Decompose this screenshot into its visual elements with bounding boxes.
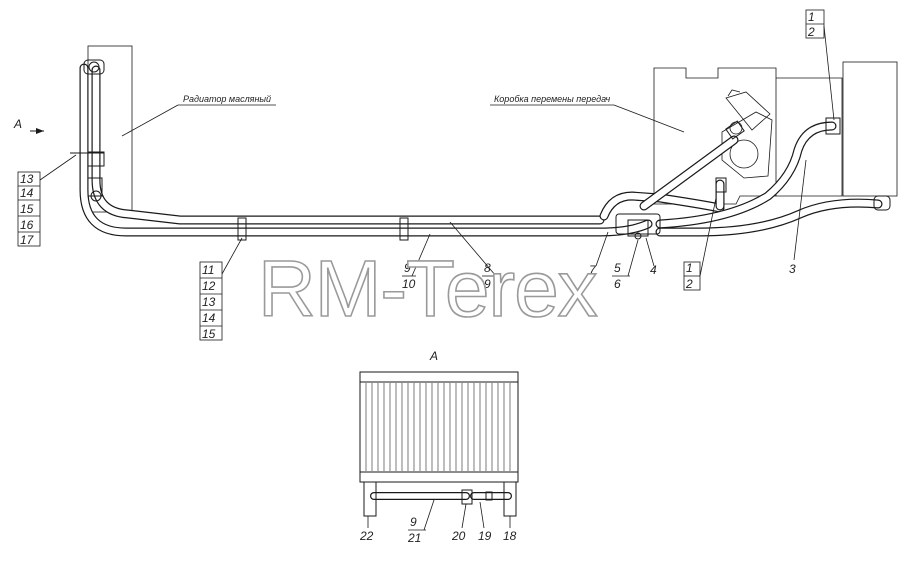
callout-stack-left: 13 14 15 16 17	[17, 154, 77, 247]
callout-1-2-lower: 1 2	[683, 197, 717, 291]
callout-15: 15	[20, 202, 34, 216]
caption-radiator: Радиатор масляный	[121, 94, 276, 137]
view-arrow-label: А	[13, 117, 22, 131]
view-a-title: А	[429, 349, 438, 363]
callout-3: 3	[789, 159, 807, 276]
callout-1-top: 1	[808, 10, 815, 24]
callout-22: 22	[359, 529, 374, 543]
callout-8: 8	[484, 261, 491, 275]
callout-9b: 9	[484, 277, 491, 291]
callout-14: 14	[20, 186, 34, 200]
callout-15b: 15	[202, 327, 216, 341]
callout-19: 19	[478, 529, 492, 543]
callout-11: 11	[202, 263, 214, 277]
callout-13b: 13	[202, 295, 216, 309]
callout-21: 21	[407, 531, 421, 545]
main-oil-pipeline	[79, 63, 883, 237]
radiator-fins	[365, 383, 511, 471]
callout-1-2-top: 1 2	[805, 9, 835, 121]
callout-3-text: 3	[789, 262, 796, 276]
callout-fittings: 7 5 6 4	[589, 231, 657, 291]
callout-pipe-8-9: 8 9	[449, 221, 498, 291]
callout-10: 10	[402, 277, 416, 291]
callout-7: 7	[589, 263, 597, 277]
callout-14b: 14	[202, 311, 216, 325]
callout-16: 16	[20, 218, 34, 232]
callout-2-lower: 2	[685, 277, 693, 291]
callout-1-lower: 1	[686, 261, 693, 275]
callout-pipe-9-10: 9 10	[402, 233, 431, 291]
callout-12: 12	[202, 279, 216, 293]
caption-gearbox-text: Коробка перемены передач	[494, 94, 611, 104]
callout-view-9: 9	[410, 515, 417, 529]
callout-20: 20	[451, 529, 466, 543]
callout-4: 4	[650, 263, 657, 277]
caption-gearbox: Коробка перемены передач	[490, 94, 685, 133]
caption-radiator-text: Радиатор масляный	[183, 94, 271, 104]
callout-stack-clamp: 11 12 13 14 15	[199, 237, 243, 341]
view-a: А 22 9 21 20 19 18	[359, 349, 519, 545]
callout-17: 17	[20, 233, 35, 247]
callout-5: 5	[614, 261, 621, 275]
callout-6: 6	[614, 277, 621, 291]
callout-2-top: 2	[807, 25, 815, 39]
view-arrow: А	[13, 117, 44, 134]
callout-9: 9	[404, 261, 411, 275]
watermark: RM-Terex	[258, 244, 598, 333]
callout-13: 13	[20, 172, 34, 186]
callout-18: 18	[503, 529, 517, 543]
pipe-fittings	[70, 59, 891, 241]
